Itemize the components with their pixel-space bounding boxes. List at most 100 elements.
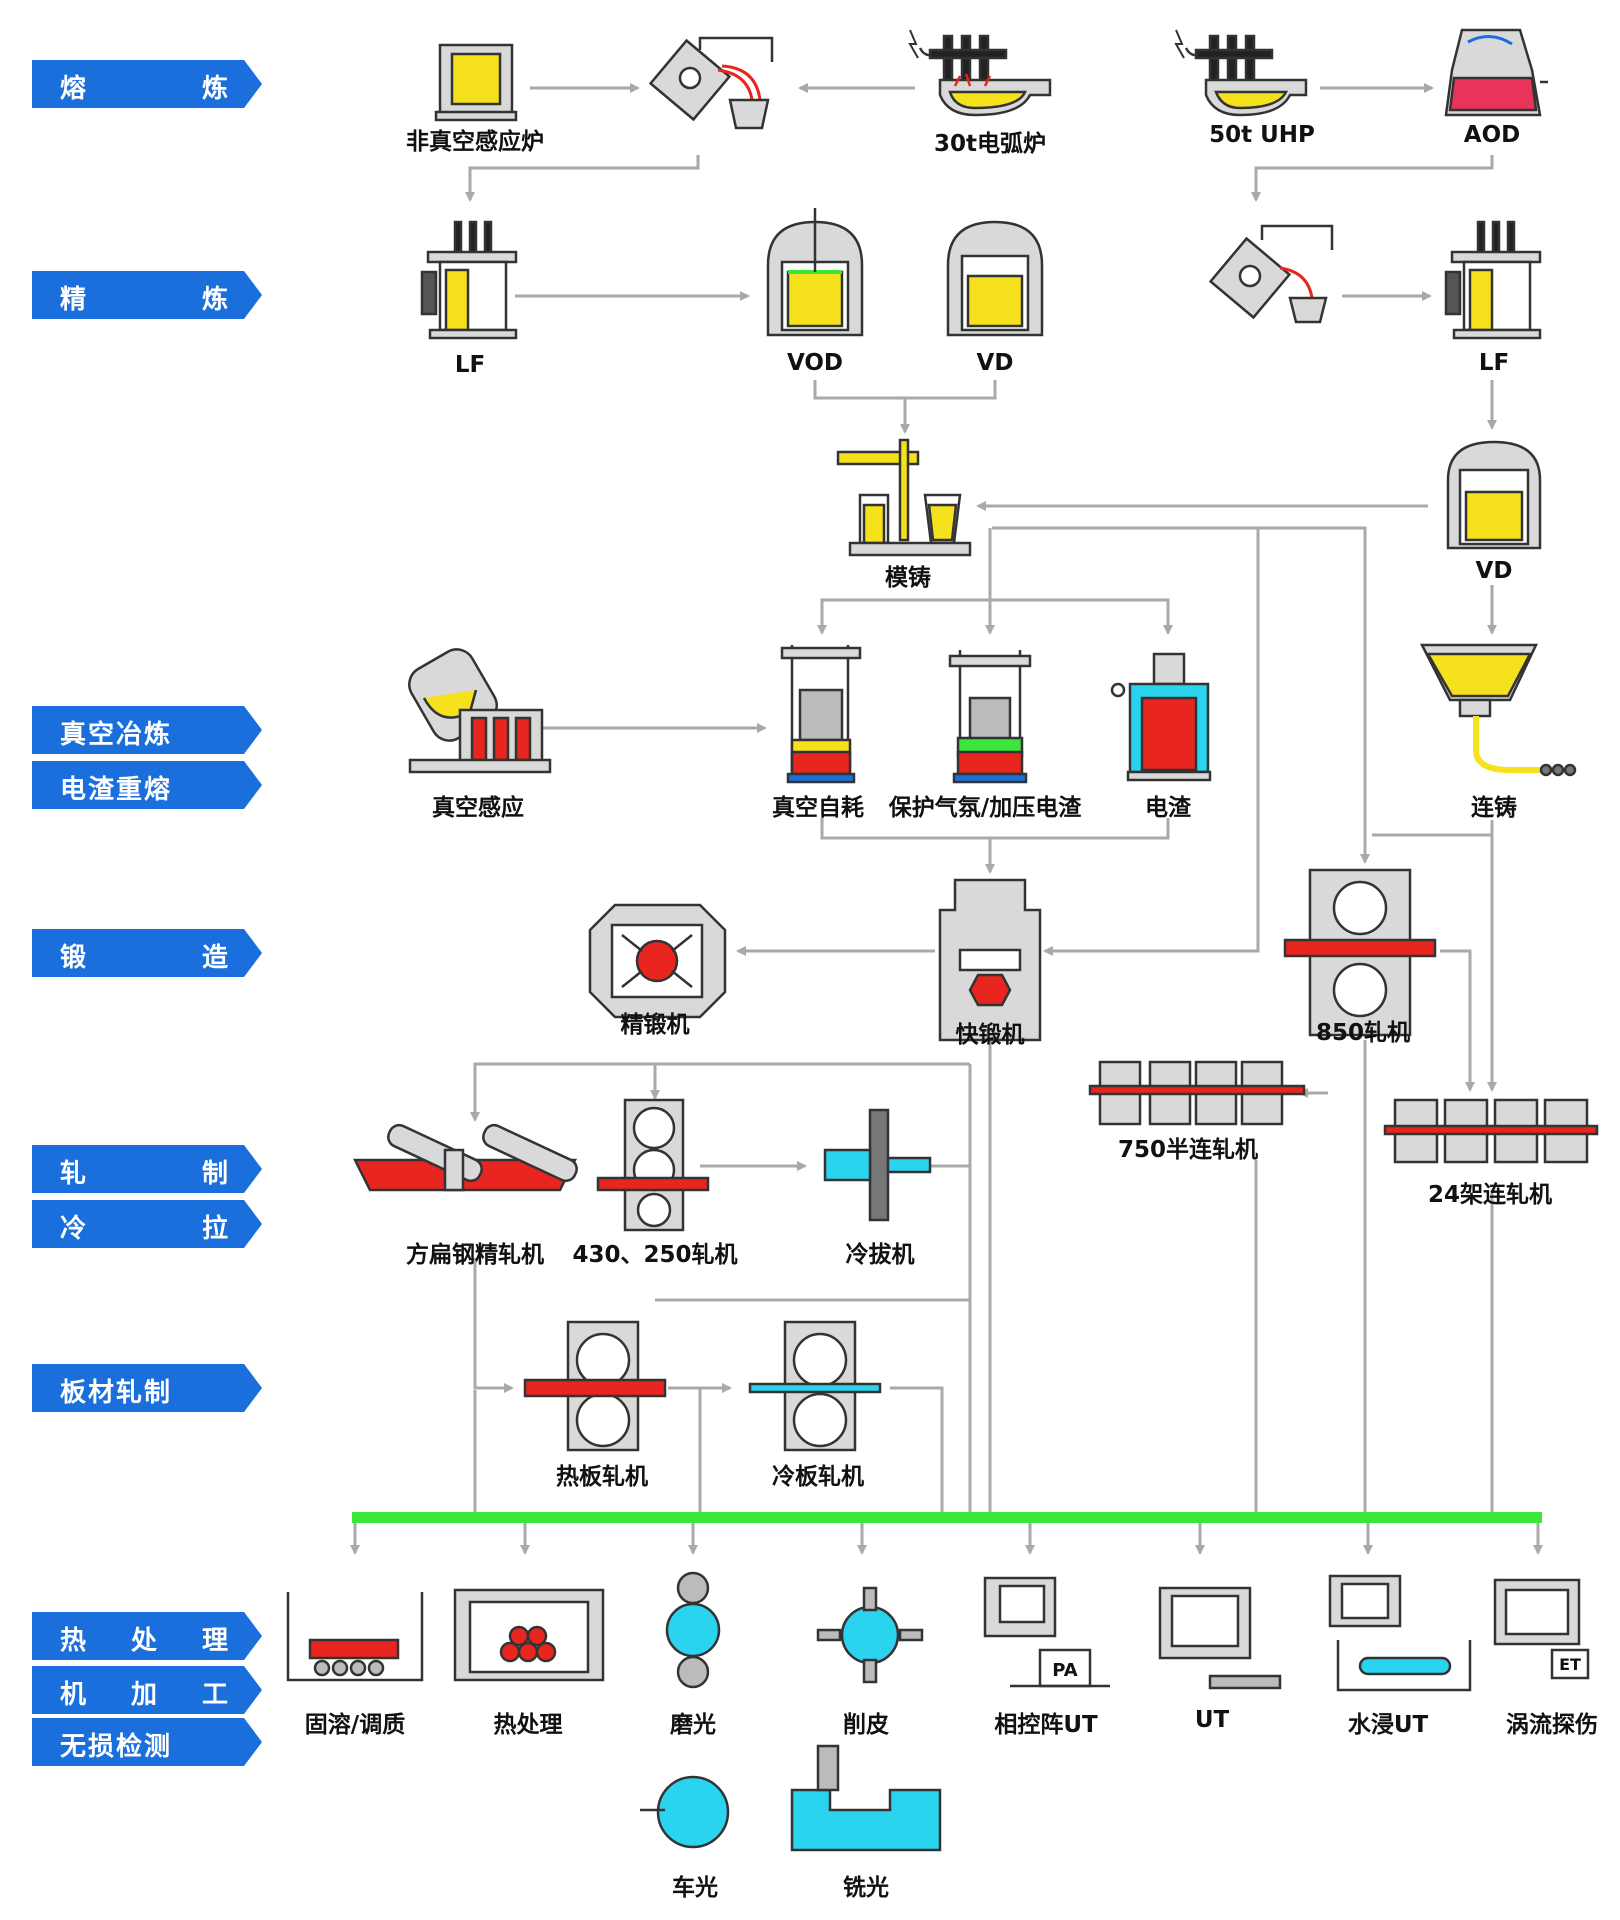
arrow-850-to-24 bbox=[1440, 949, 1475, 1092]
et-label: ET bbox=[1559, 1655, 1581, 1674]
label-uhp50: 50t UHP bbox=[1209, 122, 1315, 148]
label-esr-furnace: 电渣 bbox=[1145, 795, 1191, 821]
hot-plate-mill-icon bbox=[523, 1320, 667, 1452]
arrow-coldplate-to-bus bbox=[890, 1386, 944, 1515]
label-vod: VOD bbox=[786, 350, 844, 376]
label-non-vacuum-induction: 非真空感应炉 bbox=[406, 129, 544, 155]
vod-vessel-icon bbox=[766, 208, 864, 337]
cold-drawing-machine-icon bbox=[823, 1108, 932, 1222]
stage-forging: 锻造 bbox=[32, 929, 262, 977]
label-vd-mid: VD bbox=[976, 350, 1014, 376]
cold-plate-mill-icon bbox=[748, 1320, 882, 1452]
pesr-furnace-icon bbox=[948, 650, 1032, 784]
collector-bus bbox=[352, 1512, 1542, 1523]
label-lf-left: LF bbox=[454, 352, 486, 378]
stage-plate-rolling: 板材轧制 bbox=[32, 1364, 262, 1412]
label-cold-drawing-machine: 冷拔机 bbox=[845, 1242, 915, 1268]
fast-forging-press-icon bbox=[938, 878, 1042, 1042]
arrow-remelt-merge bbox=[820, 818, 1170, 840]
arrow-ingot-to-fastforge bbox=[992, 526, 1260, 956]
label-milling: 铣光 bbox=[843, 1875, 889, 1901]
label-solution-treatment: 固溶/调质 bbox=[304, 1712, 406, 1738]
label-phased-array-ut: 相控阵UT bbox=[994, 1712, 1098, 1738]
label-cold-plate-mill: 冷板轧机 bbox=[772, 1464, 864, 1490]
stage-smelting: 熔炼 bbox=[32, 60, 262, 108]
mill-430-250-icon bbox=[596, 1098, 710, 1232]
label-grinding: 磨光 bbox=[670, 1712, 716, 1738]
stage-machining: 机加工 bbox=[32, 1666, 262, 1714]
var-furnace-icon bbox=[780, 645, 862, 784]
label-mill850: 850轧机 bbox=[1315, 1020, 1411, 1046]
label-lf-right: LF bbox=[1478, 350, 1510, 376]
stage-vacuum-smelting: 真空冶炼 bbox=[32, 706, 262, 754]
label-fast-forging: 快锻机 bbox=[955, 1022, 1025, 1048]
stage-heat-treatment: 热处理 bbox=[32, 1612, 262, 1660]
label-turning: 车光 bbox=[672, 1875, 718, 1901]
turning-icon bbox=[640, 1775, 730, 1849]
pa-label: PA bbox=[1052, 1660, 1078, 1681]
phased-array-ut-icon: PA bbox=[983, 1576, 1110, 1688]
arrow-precision-to-rolling bbox=[470, 1062, 970, 1122]
label-precision-forging: 精锻机 bbox=[620, 1012, 690, 1038]
vd-vessel-mid-icon bbox=[946, 220, 1044, 337]
uhp-furnace-icon bbox=[1174, 29, 1308, 117]
arrow-flat-to-hotplate bbox=[473, 1258, 514, 1393]
solution-tank-icon bbox=[286, 1592, 424, 1682]
grinding-icon bbox=[665, 1571, 721, 1689]
label-vd-right: VD bbox=[1475, 558, 1513, 584]
stage-rolling: 轧制 bbox=[32, 1145, 262, 1193]
induction-furnace-icon bbox=[434, 43, 518, 122]
mill-24-stand-icon bbox=[1383, 1098, 1599, 1164]
label-ut: UT bbox=[1194, 1707, 1230, 1733]
arrow-vod-vd-merge bbox=[813, 380, 997, 400]
arc-furnace-icon bbox=[908, 29, 1052, 117]
label-mill430-250: 430、250轧机 bbox=[572, 1242, 738, 1268]
peeling-icon bbox=[816, 1586, 924, 1684]
stage-esr: 电渣重熔 bbox=[32, 761, 262, 809]
aod-converter-icon bbox=[1444, 28, 1548, 117]
heat-treatment-furnace-icon bbox=[453, 1588, 605, 1682]
tilting-ladle-icon bbox=[648, 36, 774, 130]
label-var: 真空自耗 bbox=[772, 795, 864, 821]
ladle-furnace-left-icon bbox=[420, 220, 518, 340]
precision-forging-icon bbox=[588, 903, 727, 1019]
square-flat-finishing-mill-icon bbox=[352, 1123, 578, 1192]
ingot-casting-icon bbox=[836, 438, 972, 557]
arrow-ingot-to-850 bbox=[992, 526, 1370, 864]
label-pesr: 保护气氛/加压电渣 bbox=[888, 795, 1082, 821]
vacuum-induction-furnace-icon bbox=[408, 648, 552, 774]
arrow-to-var bbox=[817, 598, 990, 635]
arrow-tilt-to-lf bbox=[465, 155, 700, 202]
vd-vessel-right-icon bbox=[1446, 440, 1542, 550]
label-mill750: 750半连轧机 bbox=[1117, 1137, 1259, 1163]
stage-cold-drawing: 冷拉 bbox=[32, 1200, 262, 1248]
stage-ndt: 无损检测 bbox=[32, 1718, 262, 1766]
arrow-to-esr bbox=[990, 598, 1173, 635]
mill-850-icon bbox=[1283, 868, 1437, 1037]
label-mill24: 24架连轧机 bbox=[1427, 1182, 1553, 1208]
esr-furnace-icon bbox=[1110, 652, 1212, 782]
label-immersion-ut: 水浸UT bbox=[1347, 1712, 1429, 1738]
label-continuous-casting: 连铸 bbox=[1471, 795, 1517, 821]
label-eaf30: 30t电弧炉 bbox=[933, 131, 1047, 157]
tilting-ladle-right-icon bbox=[1208, 224, 1334, 324]
mill-750-icon bbox=[1088, 1060, 1306, 1126]
arrow-aod-to-tilt-right bbox=[1251, 155, 1494, 202]
label-peeling: 削皮 bbox=[843, 1712, 889, 1738]
label-heat-treatment: 热处理 bbox=[493, 1712, 563, 1738]
label-vacuum-induction: 真空感应 bbox=[432, 795, 524, 821]
label-hot-plate-mill: 热板轧机 bbox=[556, 1464, 648, 1490]
ut-icon bbox=[1158, 1586, 1282, 1690]
label-eddy-current: 涡流探伤 bbox=[1506, 1712, 1598, 1738]
continuous-caster-icon bbox=[1419, 643, 1577, 777]
label-square-flat-finishing: 方扁钢精轧机 bbox=[406, 1242, 544, 1268]
stage-refining: 精炼 bbox=[32, 271, 262, 319]
flow-connectors bbox=[350, 83, 1543, 1555]
eddy-current-icon: ET bbox=[1493, 1578, 1590, 1680]
label-ingot-casting: 模铸 bbox=[885, 565, 931, 591]
ladle-furnace-right-icon bbox=[1444, 220, 1542, 340]
immersion-ut-icon bbox=[1328, 1574, 1472, 1692]
label-aod: AOD bbox=[1463, 122, 1521, 148]
milling-icon bbox=[790, 1744, 942, 1852]
